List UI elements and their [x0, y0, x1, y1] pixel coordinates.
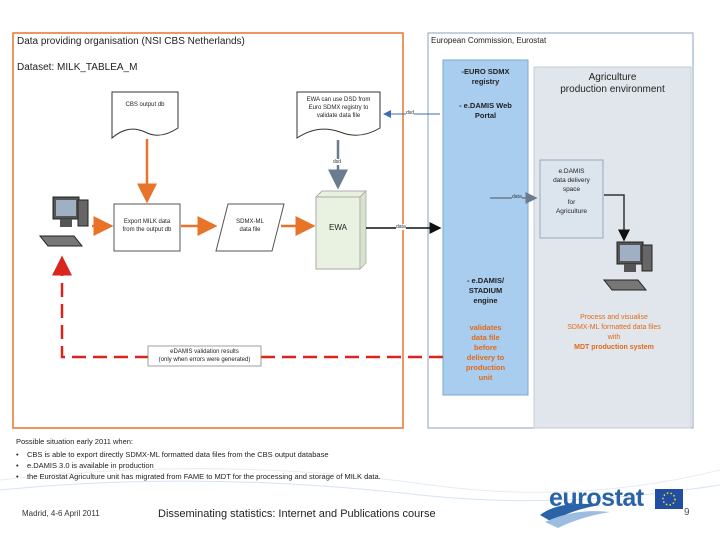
footer-course: Disseminating statistics: Internet and P… — [158, 508, 436, 520]
ewa-note-line: Euro SDMX registry to — [308, 105, 369, 111]
notes-bullet: • the Eurostat Agriculture unit has migr… — [16, 471, 381, 482]
footer-wave — [0, 480, 720, 502]
sdmx-line: SDMX-ML — [236, 219, 264, 225]
euro-sdmx-registry: -EURO SDMX registry — [443, 67, 528, 87]
eu-flag — [655, 489, 683, 509]
footer-location-date: Madrid, 4-6 April 2011 — [22, 509, 100, 518]
ewa-note-shape — [296, 91, 381, 139]
bullet-dot: • — [16, 450, 27, 459]
validates-line: validates — [469, 323, 502, 332]
page-number: 9 — [684, 507, 690, 518]
data-label-delivery: data — [512, 194, 522, 200]
right-panel-title: European Commission, Eurostat — [431, 36, 547, 45]
delivery-space-label: e.DAMIS data delivery space for Agricult… — [540, 167, 603, 216]
notes-heading: Possible situation early 2011 when: — [16, 437, 134, 446]
ewa-note-line: EWA can use DSD from — [306, 97, 371, 103]
bullet-text: the Eurostat Agriculture unit has migrat… — [26, 472, 381, 481]
notes-bullet: • CBS is able to export directly SDMX-ML… — [16, 449, 381, 460]
ewa-note-text: EWA can use DSD from Euro SDMX registry … — [297, 96, 380, 120]
process-text: Process and visualise SDMX-ML formatted … — [540, 313, 688, 353]
export-line: from the output db — [122, 227, 172, 233]
computer-icon-right — [602, 241, 653, 291]
edamis-web-line: Portal — [474, 111, 497, 120]
process-line: Process and visualise — [580, 314, 648, 321]
export-box — [113, 203, 181, 252]
notes-bullet-list: • CBS is able to export directly SDMX-ML… — [16, 449, 381, 482]
dsd-label-horizontal: dsd — [406, 110, 415, 116]
sdmx-file-shape — [215, 203, 285, 252]
agri-env-title: Agriculture production environment — [534, 72, 691, 96]
ewa-box — [315, 196, 361, 270]
delivery-line: e.DAMIS — [558, 168, 585, 175]
validates-line: unit — [478, 373, 493, 382]
sdmx-file-label: SDMX-ML data file — [222, 218, 278, 234]
stadium-line: - e.DAMIS/ — [466, 276, 505, 285]
validation-results-label: eDAMIS validation results (only when err… — [148, 348, 261, 364]
validation-line: eDAMIS validation results — [170, 349, 239, 355]
agri-env-box — [533, 66, 692, 429]
ewa-box-side — [359, 190, 367, 270]
export-label: Export MILK data from the output db — [114, 218, 180, 234]
stadium-line: engine — [473, 296, 498, 305]
ewa-label: EWA — [329, 223, 347, 232]
stadium-line: STADIUM — [468, 286, 503, 295]
validates-line: before — [474, 343, 497, 352]
validation-line: (only when errors were generated) — [158, 357, 251, 363]
agri-env-line: Agriculture — [588, 72, 637, 83]
delivery-line: data delivery — [553, 177, 590, 184]
process-line: SDMX-ML formatted data files — [567, 324, 661, 331]
validates-line: delivery to — [466, 353, 505, 362]
delivery-space-box — [539, 159, 604, 239]
agri-env-line: production environment — [560, 84, 665, 95]
delivery-line: space — [562, 186, 581, 193]
left-panel-title: Data providing organisation (NSI CBS Net… — [17, 36, 245, 47]
edamis-web-portal: - e.DAMIS Web Portal — [443, 101, 528, 121]
stadium-engine: - e.DAMIS/ STADIUM engine — [443, 276, 528, 306]
eurostat-swirl — [540, 503, 600, 522]
euro-sdmx-line: -EURO SDMX — [461, 67, 510, 76]
blue-column — [442, 59, 529, 396]
notes-bullet: • e.DAMIS 3.0 is available in production — [16, 460, 381, 471]
bullet-text: CBS is able to export directly SDMX-ML f… — [26, 450, 329, 459]
bullet-dot: • — [16, 472, 27, 481]
sdmx-line: data file — [239, 227, 261, 233]
mdt-system-label: MDT production system — [574, 344, 654, 351]
arrow-delivery-to-pc — [604, 194, 630, 242]
bullet-text: e.DAMIS 3.0 is available in production — [26, 461, 154, 470]
export-line: Export MILK data — [123, 219, 171, 225]
dsd-label-vertical: dsd — [333, 159, 342, 165]
cbs-db-shape — [111, 91, 179, 140]
edamis-web-line: - e.DAMIS Web — [459, 101, 512, 110]
bullet-dot: • — [16, 461, 27, 470]
computer-icon-left — [38, 196, 89, 247]
cbs-output-db-label: CBS output db — [125, 102, 165, 108]
validates-line: production — [465, 363, 506, 372]
validates-line: data file — [471, 333, 500, 342]
process-line: with — [607, 334, 621, 341]
dataset-label: Dataset: MILK_TABLEA_M — [17, 62, 138, 73]
delivery-line: for — [567, 199, 576, 206]
delivery-line: Agriculture — [555, 208, 588, 215]
red-dashed-feedback — [52, 255, 443, 359]
ewa-box-top — [315, 190, 367, 198]
eurostat-logo-text: eurostat — [549, 484, 644, 512]
ewa-note-line: validate data file — [316, 113, 361, 119]
validation-box — [147, 345, 262, 367]
validates-text: validates data file before delivery to p… — [443, 323, 528, 383]
data-label-ewa: data — [396, 224, 406, 230]
euro-sdmx-line: registry — [471, 77, 500, 86]
